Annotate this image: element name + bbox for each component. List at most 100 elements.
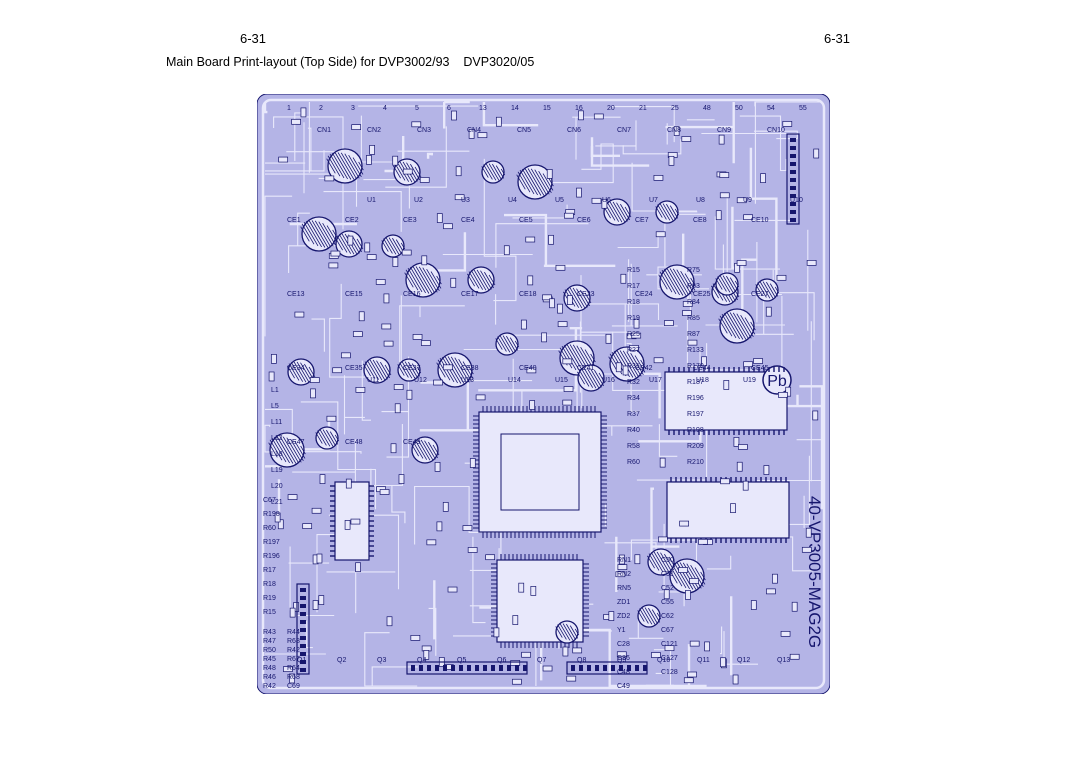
smd-pad [736, 197, 747, 204]
smd-pad [392, 155, 399, 166]
smd-pad [668, 155, 675, 166]
smd-pad [549, 298, 555, 309]
trace [593, 425, 653, 436]
silkscreen-label: CE5 [519, 217, 533, 224]
trace [645, 644, 707, 688]
silkscreen-label: CE42 [635, 365, 653, 372]
trace [495, 223, 589, 268]
smd-pad [442, 364, 453, 371]
smd-pad [736, 461, 743, 472]
smd-pad [776, 274, 787, 281]
connector-pin [300, 652, 306, 656]
smd-pad [521, 319, 527, 330]
silkscreen-label: RN5 [617, 585, 631, 592]
smd-pad [563, 386, 574, 392]
trace [658, 523, 685, 607]
capacitor-hatch [294, 441, 306, 459]
capacitor-hatch [381, 240, 389, 252]
capacitor-hatch [422, 267, 438, 293]
silkscreen-label: 16 [575, 105, 583, 112]
page-number-left: 6-31 [240, 31, 267, 46]
trace [741, 258, 757, 327]
capacitor-hatch [404, 361, 416, 379]
smd-pad [743, 214, 753, 221]
smd-pad [351, 124, 362, 130]
smd-pad [477, 132, 488, 139]
silkscreen-label: Q9 [617, 657, 626, 664]
silkscreen-label: CE25 [693, 291, 711, 298]
smd-pad [782, 121, 793, 127]
capacitor-hatch [420, 439, 434, 461]
capacitor-hatch [676, 269, 692, 295]
smd-pad [341, 352, 351, 359]
capacitor-hatch [495, 338, 503, 350]
capacitor-hatch [336, 235, 348, 253]
capacitor-hatch [337, 152, 355, 180]
capacitor-hatch [538, 170, 552, 194]
connector-pin [300, 636, 306, 640]
silkscreen-label: R17 [263, 567, 276, 574]
capacitor-hatch [676, 562, 694, 590]
connector-pin [300, 628, 306, 632]
silkscreen-label: R197 [263, 539, 280, 546]
capacitor-hatch [352, 235, 362, 253]
smd-pad [468, 129, 475, 139]
smd-pad [326, 415, 337, 422]
capacitor-hatch [674, 208, 680, 216]
smd-pad [791, 601, 798, 612]
smd-pad [345, 478, 352, 489]
capacitor-hatch [619, 350, 637, 378]
silkscreen-label: U13 [461, 377, 474, 384]
silkscreen-label: R45 [263, 656, 276, 663]
silkscreen-label: R67 [287, 656, 300, 663]
capacitor-hatch [326, 158, 336, 174]
trace [775, 292, 815, 341]
capacitor-hatch [757, 282, 767, 298]
silkscreen-label: L12 [271, 435, 283, 442]
capacitor-hatch [566, 344, 584, 372]
capacitor-hatch [578, 369, 590, 387]
trace [796, 426, 823, 441]
capacitor-hatch [586, 367, 600, 389]
silkscreen-label: 20 [607, 105, 615, 112]
smd-pad [548, 234, 554, 245]
capacitor-hatch [269, 439, 283, 461]
silkscreen-label: R196 [687, 395, 704, 402]
capacitor-hatch [566, 623, 576, 641]
silkscreen-label: R75 [687, 267, 700, 274]
trace [265, 127, 325, 172]
smd-pad [283, 666, 293, 673]
trace [311, 318, 325, 352]
capacitor-hatch [740, 314, 754, 338]
capacitor-hatch [274, 436, 290, 464]
smd-pad [653, 174, 664, 181]
smd-pad [294, 311, 305, 318]
capacitor-hatch [412, 441, 424, 459]
connector-pin [300, 644, 306, 648]
capacitor-hatch [569, 287, 583, 309]
capacitor-hatch [424, 440, 436, 460]
capacitor-hatch [659, 203, 671, 221]
capacitor-hatch [415, 266, 433, 294]
smd-pad [419, 177, 430, 183]
capacitor-hatch [450, 356, 468, 384]
silkscreen-label: R15 [263, 609, 276, 616]
connector-pin [643, 665, 647, 671]
smd-pad [750, 600, 757, 610]
smd-pad [743, 361, 753, 368]
capacitor [287, 358, 315, 386]
capacitor-hatch [729, 277, 739, 291]
smd-pad [287, 494, 298, 500]
capacitor-hatch [672, 268, 690, 296]
smd-pad [410, 634, 421, 641]
capacitor-hatch [271, 437, 287, 463]
connector-pin [790, 146, 796, 150]
smd-pad [572, 647, 583, 654]
capacitor-hatch [364, 361, 376, 379]
smd-pad [763, 465, 770, 475]
capacitor-hatch [383, 238, 393, 254]
capacitor-hatch [338, 234, 352, 254]
caption-spacer [449, 55, 463, 69]
capacitor-hatch [516, 174, 526, 190]
silkscreen-label: R196 [263, 553, 280, 560]
